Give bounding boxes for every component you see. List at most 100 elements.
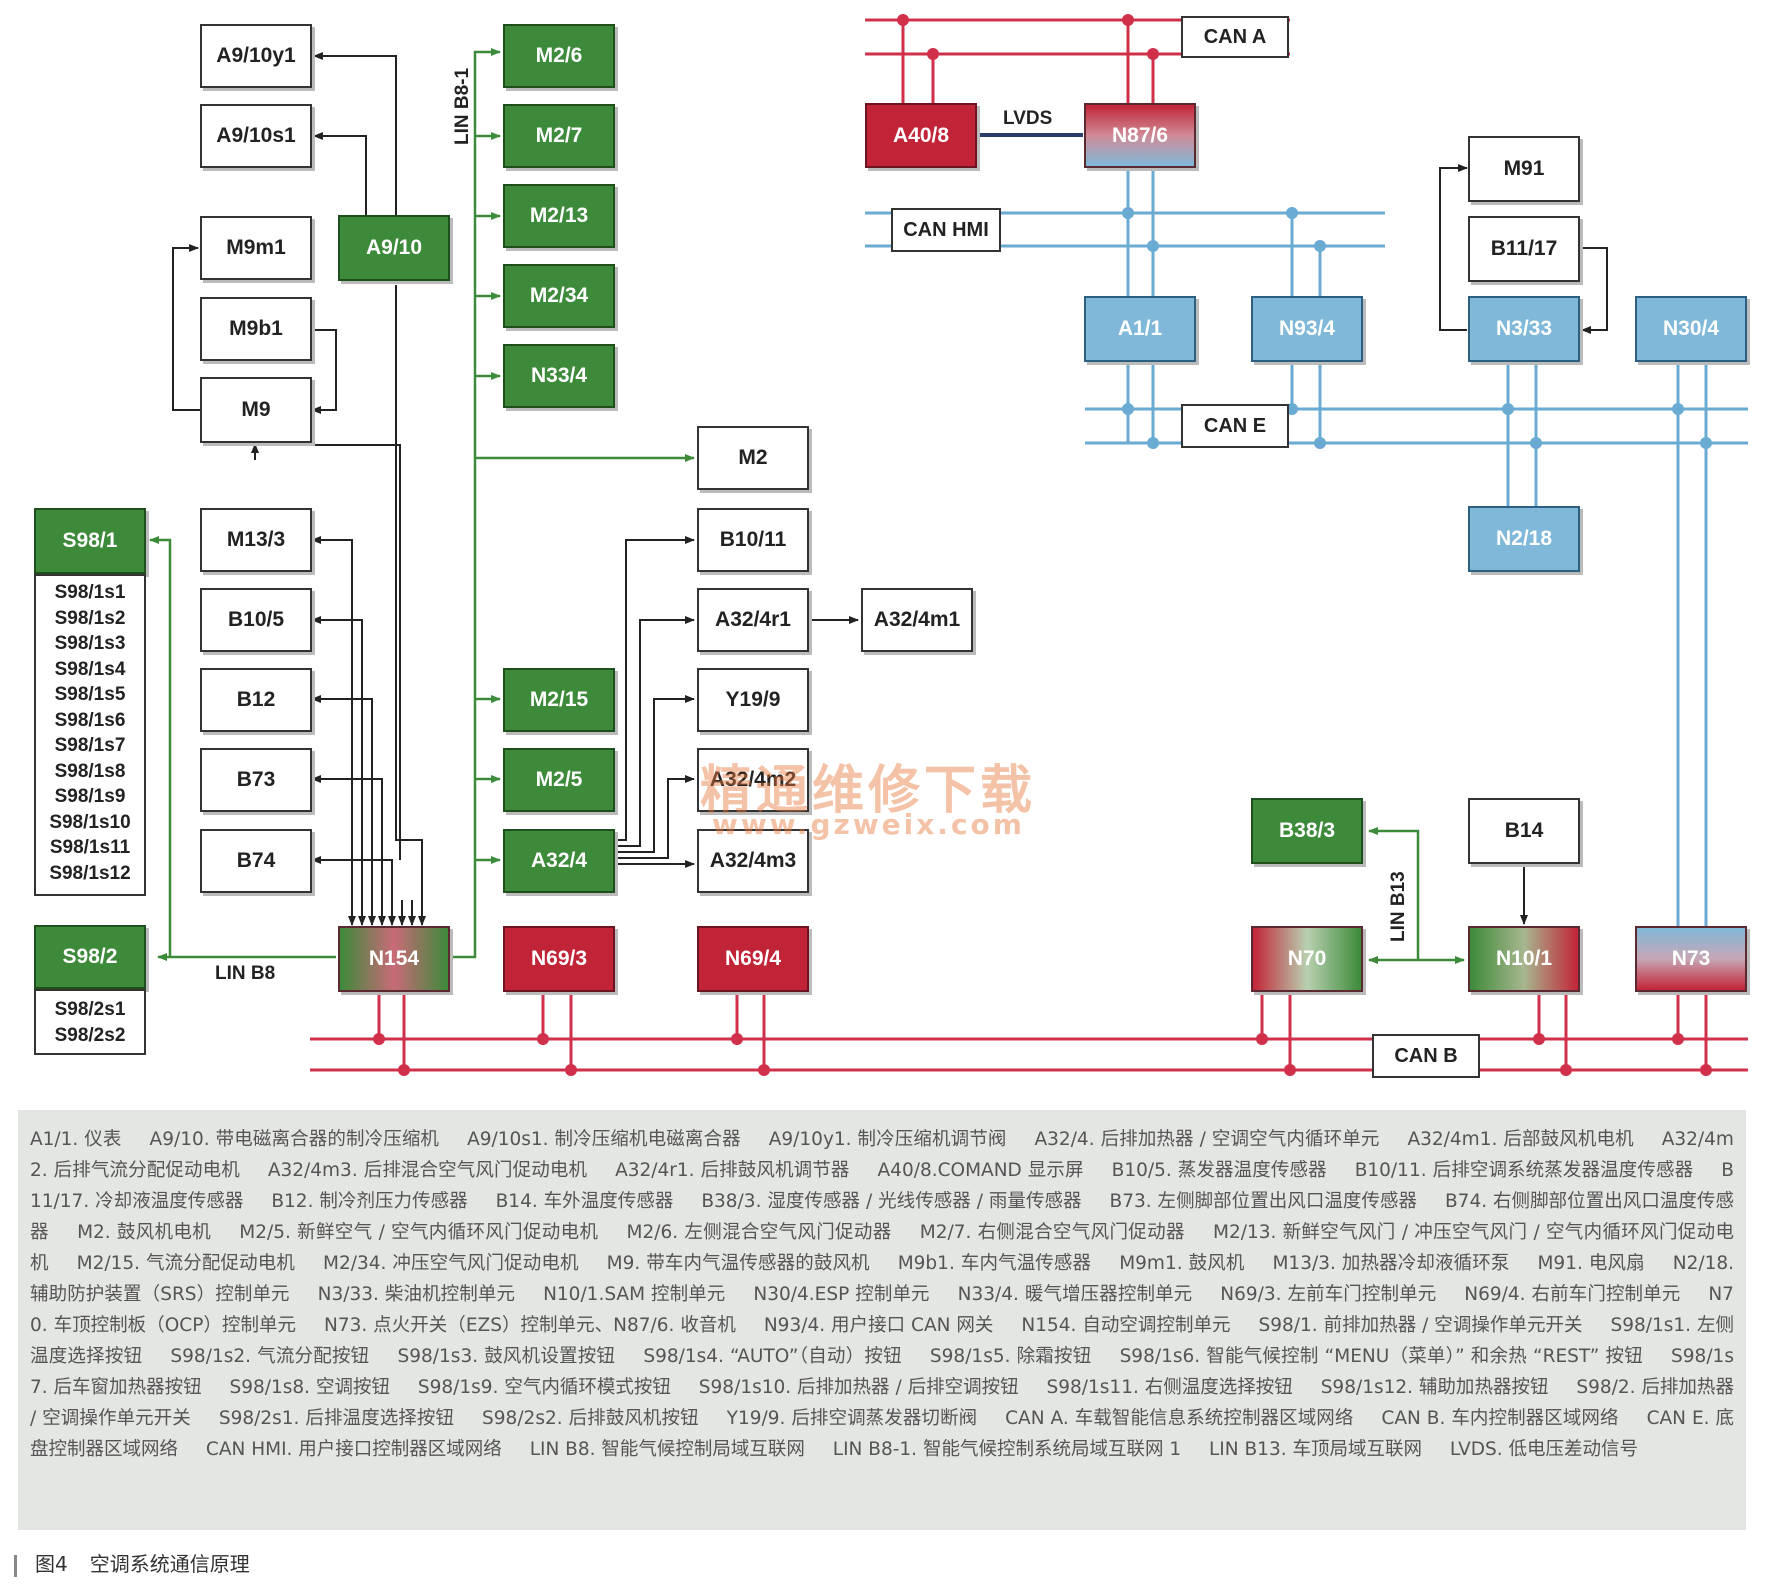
legend-entry: N69/4. 右前车门控制单元 xyxy=(1464,1284,1681,1305)
box-s98-2: S98/2 xyxy=(34,925,146,989)
box-b11-17: B11/17 xyxy=(1468,216,1580,282)
label-can-a: CAN A xyxy=(1181,16,1289,58)
legend-entry: A9/10s1. 制冷压缩机电磁离合器 xyxy=(467,1129,741,1150)
watermark-url: www.gzweix.com xyxy=(712,808,1025,841)
legend-entry: S98/1s7. 后车窗加热器按钮 xyxy=(30,1346,1734,1398)
legend-entry: B73. 左侧脚部位置出风口温度传感器 xyxy=(1109,1191,1418,1212)
s98-1-button-item: S98/1s9 xyxy=(54,786,126,807)
caption-number: 图4 xyxy=(35,1552,68,1576)
legend-entry: N3/33. 柴油机控制单元 xyxy=(317,1284,516,1305)
legend-entry: A40/8.COMAND 显示屏 xyxy=(877,1160,1084,1181)
box-b12: B12 xyxy=(200,668,312,732)
watermark-text: 精通维修下载 xyxy=(700,760,1037,821)
box-b73: B73 xyxy=(200,748,312,812)
box-a9-10y1: A9/10y1 xyxy=(200,24,312,88)
label-lin-b8: LIN B8 xyxy=(215,963,276,984)
legend-entry: S98/1s12. 辅助加热器按钮 xyxy=(1320,1377,1549,1398)
legend-entry: B74. 右侧脚部位置出风口温度传感器 xyxy=(30,1191,1734,1243)
box-n73: N73 xyxy=(1635,926,1747,992)
box-n10-1: N10/1 xyxy=(1468,926,1580,992)
s98-1-button-item: S98/1s1 xyxy=(54,582,126,603)
s98-2-button-item: S98/2s1 xyxy=(54,999,126,1020)
legend-entry: A9/10y1. 制冷压缩机调节阀 xyxy=(768,1129,1007,1150)
box-b14: B14 xyxy=(1468,798,1580,864)
box-m2-34: M2/34 xyxy=(503,264,615,328)
legend-entry: CAN E. 底盘控制器区域网络 xyxy=(30,1408,1734,1460)
legend-entry: M2/15. 气流分配促动电机 xyxy=(76,1253,295,1274)
legend-entry: N33/4. 暖气增压器控制单元 xyxy=(957,1284,1193,1305)
legend-entry: S98/1s9. 空气内循环模式按钮 xyxy=(417,1377,671,1398)
box-a32-4r1: A32/4r1 xyxy=(697,588,809,652)
legend-entry: S98/1s2. 气流分配按钮 xyxy=(170,1346,370,1367)
box-a40-8: A40/8 xyxy=(865,103,977,168)
s98-1-button-item: S98/1s2 xyxy=(54,607,126,629)
legend-entry: N30/4.ESP 控制单元 xyxy=(753,1284,930,1305)
s98-2-button-item: S98/2s2 xyxy=(54,1024,126,1046)
legend-entry: LIN B8. 智能气候控制局域互联网 xyxy=(529,1439,805,1460)
diagram: A9/10y1 A9/10s1 A9/10 M9m1 M9b1 M9 M13/3… xyxy=(34,14,1748,1078)
legend-entry: A32/4r1. 后排鼓风机调节器 xyxy=(615,1160,850,1181)
s98-1-button-item: S98/1s5 xyxy=(54,684,126,705)
legend-entry: A32/4m1. 后部鼓风机电机 xyxy=(1407,1129,1634,1150)
s98-1-button-item: S98/1s10 xyxy=(49,811,131,833)
figure-caption: 图4 空调系统通信原理 xyxy=(14,1548,250,1577)
box-n154: N154 xyxy=(338,926,450,992)
legend-entry: S98/1. 前排加热器 / 空调操作单元开关 xyxy=(1258,1315,1583,1336)
legend-entry: S98/1s6. 智能气候控制 “MENU（菜单）” 和余热 “REST” 按钮 xyxy=(1119,1346,1643,1367)
legend-entry: N69/3. 左前车门控制单元 xyxy=(1220,1284,1437,1305)
legend-entry: Y19/9. 后排空调蒸发器切断阀 xyxy=(726,1408,978,1429)
box-m2-5: M2/5 xyxy=(503,748,615,812)
legend-entry: A32/4m2. 后排气流分配促动电机 xyxy=(30,1129,1734,1181)
s98-1-button-item: S98/1s12 xyxy=(49,862,131,884)
box-n87-6: N87/6 xyxy=(1084,103,1196,168)
label-can-b: CAN B xyxy=(1372,1034,1480,1078)
box-a1-1: A1/1 xyxy=(1084,296,1196,362)
label-lin-b13: LIN B13 xyxy=(1388,871,1409,942)
legend-entry: CAN A. 车载智能信息系统控制器区域网络 xyxy=(1005,1408,1354,1429)
legend-entry: N154. 自动空调控制单元 xyxy=(1021,1315,1231,1336)
box-b38-3: B38/3 xyxy=(1251,798,1363,864)
legend-entry: N73. 点火开关（EZS）控制单元、N87/6. 收音机 xyxy=(324,1315,736,1336)
legend-entry: LIN B13. 车顶局域互联网 xyxy=(1209,1439,1422,1460)
legend-entry: B38/3. 湿度传感器 / 光线传感器 / 雨量传感器 xyxy=(701,1191,1082,1212)
can-a-nodes xyxy=(897,14,1159,60)
box-n69-3: N69/3 xyxy=(503,926,615,992)
box-n69-4: N69/4 xyxy=(697,926,809,992)
box-a32-4m3: A32/4m3 xyxy=(697,829,809,893)
box-a32-4m1: A32/4m1 xyxy=(861,588,973,652)
s98-1-button-item: S98/1s6 xyxy=(54,709,126,731)
caption-bar xyxy=(14,1554,17,1577)
box-m9: M9 xyxy=(200,377,312,443)
legend-entry: N10/1.SAM 控制单元 xyxy=(543,1284,726,1305)
label-can-e: CAN E xyxy=(1181,404,1289,448)
legend-entry: M2/6. 左侧混合空气风门促动器 xyxy=(626,1222,892,1243)
lin-b13-bus xyxy=(1368,827,1465,964)
legend-entry: B14. 车外温度传感器 xyxy=(495,1191,674,1212)
box-a32-4m2: A32/4m2 xyxy=(697,748,809,812)
legend-entry: M2/7. 右侧混合空气风门促动器 xyxy=(919,1222,1185,1243)
legend-entry: N70. 车顶控制板（OCP）控制单元 xyxy=(30,1284,1734,1336)
legend-entry: LVDS. 低电压差动信号 xyxy=(1449,1439,1639,1460)
legend-entry: S98/1s5. 除霜按钮 xyxy=(929,1346,1092,1367)
box-m91: M91 xyxy=(1468,136,1580,202)
legend-entry: S98/1s1. 左侧温度选择按钮 xyxy=(30,1315,1734,1367)
legend-entry: S98/2. 后排加热器 / 空调操作单元开关 xyxy=(30,1377,1734,1429)
box-b10-5: B10/5 xyxy=(200,588,312,652)
box-n33-4: N33/4 xyxy=(503,344,615,408)
legend-entry: S98/2s2. 后排鼓风机按钮 xyxy=(482,1408,699,1429)
can-hmi-nodes xyxy=(1122,207,1326,252)
box-n30-4: N30/4 xyxy=(1635,296,1747,362)
legend-entry: A32/4m3. 后排混合空气风门促动电机 xyxy=(267,1160,588,1181)
legend-entry: A1/1. 仪表 xyxy=(30,1129,122,1150)
box-m9b1: M9b1 xyxy=(200,297,312,361)
box-a9-10: A9/10 xyxy=(338,215,450,281)
box-b10-11: B10/11 xyxy=(697,508,809,572)
legend-entry: N2/18. 辅助防护装置（SRS）控制单元 xyxy=(30,1253,1734,1305)
legend-entry: M2/34. 冲压空气风门促动电机 xyxy=(323,1253,579,1274)
caption-title: 空调系统通信原理 xyxy=(89,1552,250,1576)
legend-entry: S98/1s3. 鼓风机设置按钮 xyxy=(397,1346,616,1367)
box-a32-4: A32/4 xyxy=(503,829,615,893)
label-lin-b8-1: LIN B8-1 xyxy=(452,67,473,145)
